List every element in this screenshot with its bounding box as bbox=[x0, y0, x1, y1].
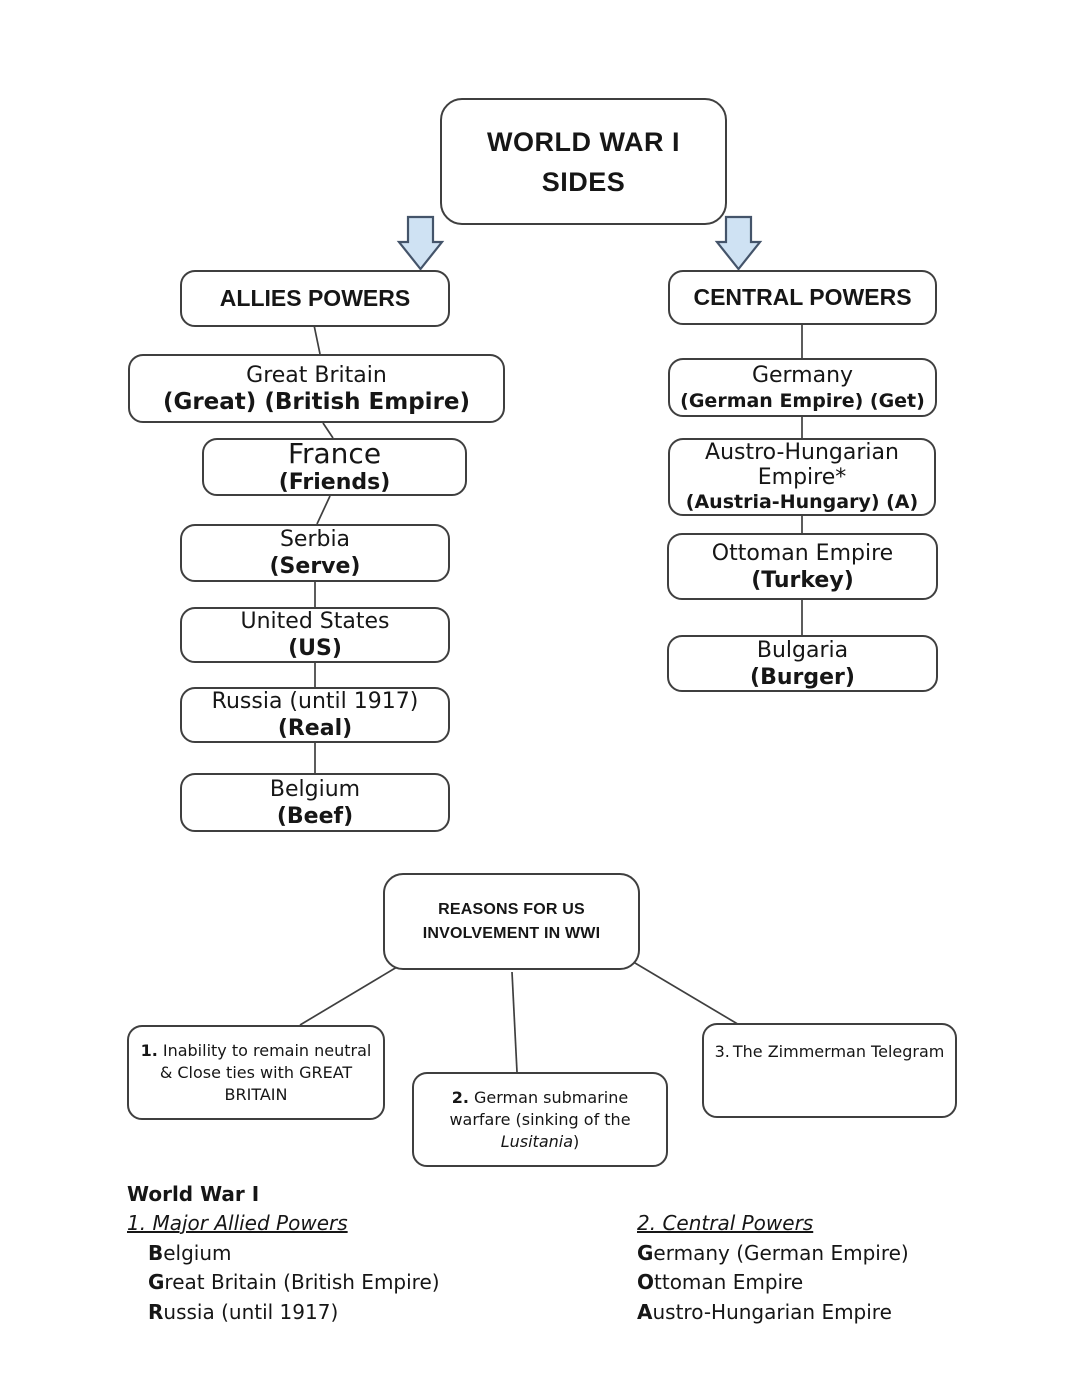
reason-box-1: 1.Inability to remain neutral & Close ti… bbox=[127, 1025, 385, 1120]
allies-powers-header-box: ALLIES POWERS bbox=[180, 270, 450, 327]
list-item: Ottoman Empire bbox=[637, 1270, 804, 1294]
reason-text: 1.Inability to remain neutral & Close ti… bbox=[140, 1040, 372, 1104]
country-mnemonic: (Turkey) bbox=[751, 567, 854, 593]
member-box-united-states: United States (US) bbox=[180, 607, 450, 663]
title-line-1: WORLD WAR I bbox=[487, 126, 680, 157]
connector-line bbox=[629, 959, 742, 1027]
country-mnemonic: (German Empire) (Get) bbox=[680, 390, 925, 412]
member-box-germany: Germany (German Empire) (Get) bbox=[668, 358, 937, 417]
reasons-header-box: REASONS FOR US INVOLVEMENT IN WWI bbox=[383, 873, 640, 970]
country-name: Bulgaria bbox=[756, 637, 849, 663]
notes-title: World War I bbox=[127, 1182, 260, 1206]
member-box-belgium: Belgium (Beef) bbox=[180, 773, 450, 832]
country-name: United States bbox=[240, 609, 390, 634]
reason-number: 2. bbox=[451, 1087, 470, 1107]
reason-number: 3. bbox=[714, 1042, 730, 1061]
country-name: Great Britain bbox=[246, 362, 387, 388]
list-item: Russia (until 1917) bbox=[148, 1299, 339, 1324]
notes-allied-heading: 1. Major Allied Powers bbox=[127, 1211, 348, 1235]
reason-text: 3.The Zimmerman Telegram bbox=[714, 1042, 945, 1061]
title-box: WORLD WAR I SIDES bbox=[440, 98, 727, 225]
notes-allied-column: 1. Major Allied Powers Belgium Great Bri… bbox=[127, 1209, 440, 1327]
list-item: Great Britain (British Empire) bbox=[148, 1270, 440, 1294]
connector-line bbox=[511, 971, 518, 1073]
country-name: Serbia bbox=[279, 527, 351, 552]
connector-line bbox=[313, 324, 321, 355]
country-name: Belgium bbox=[269, 776, 361, 802]
reason-box-3: 3.The Zimmerman Telegram bbox=[702, 1023, 957, 1118]
country-mnemonic: (US) bbox=[288, 636, 342, 661]
member-box-france: France (Friends) bbox=[202, 438, 467, 496]
notes-central-heading: 2. Central Powers bbox=[637, 1211, 814, 1235]
reason-text: 2.German submarine warfare (sinking of t… bbox=[449, 1087, 631, 1151]
reasons-line-2: INVOLVEMENT IN WWI bbox=[422, 924, 601, 942]
member-box-russia: Russia (until 1917) (Real) bbox=[180, 687, 450, 743]
country-mnemonic: (Great) (British Empire) bbox=[162, 388, 471, 415]
country-mnemonic: (Beef) bbox=[276, 803, 354, 829]
country-mnemonic: (Serve) bbox=[269, 554, 361, 579]
country-name: Germany bbox=[751, 363, 854, 388]
country-name: Ottoman Empire bbox=[711, 540, 894, 566]
reason-number: 1. bbox=[140, 1040, 158, 1060]
country-mnemonic: (Real) bbox=[277, 716, 353, 741]
country-name: France bbox=[287, 437, 382, 470]
country-mnemonic: (Austria-Hungary) (A) bbox=[685, 491, 919, 513]
country-name: Russia (until 1917) bbox=[211, 689, 419, 714]
country-name: Austro-Hungarian Empire* bbox=[705, 440, 899, 490]
title-line-2: SIDES bbox=[541, 166, 626, 197]
reasons-line-1: REASONS FOR US bbox=[438, 900, 585, 918]
member-box-great-britain: Great Britain (Great) (British Empire) bbox=[128, 354, 505, 423]
connector-line bbox=[322, 422, 334, 439]
list-item: Austro-Hungarian Empire bbox=[637, 1299, 892, 1324]
reason-box-2: 2.German submarine warfare (sinking of t… bbox=[412, 1072, 668, 1167]
member-box-serbia: Serbia (Serve) bbox=[180, 524, 450, 582]
down-arrow-icon bbox=[396, 215, 445, 271]
connector-line bbox=[316, 495, 331, 525]
member-box-austro-hungarian-empire: Austro-Hungarian Empire* (Austria-Hungar… bbox=[668, 438, 936, 516]
down-arrow-icon bbox=[714, 215, 763, 271]
connector-line bbox=[299, 966, 398, 1026]
list-item: Belgium bbox=[148, 1240, 232, 1265]
notes-central-column: 2. Central Powers Germany (German Empire… bbox=[637, 1209, 909, 1327]
list-item: Germany (German Empire) bbox=[637, 1240, 909, 1265]
central-powers-header-box: CENTRAL POWERS bbox=[668, 270, 937, 325]
member-box-ottoman-empire: Ottoman Empire (Turkey) bbox=[667, 533, 938, 600]
member-box-bulgaria: Bulgaria (Burger) bbox=[667, 635, 938, 692]
country-mnemonic: (Friends) bbox=[278, 470, 391, 495]
country-mnemonic: (Burger) bbox=[750, 664, 855, 690]
